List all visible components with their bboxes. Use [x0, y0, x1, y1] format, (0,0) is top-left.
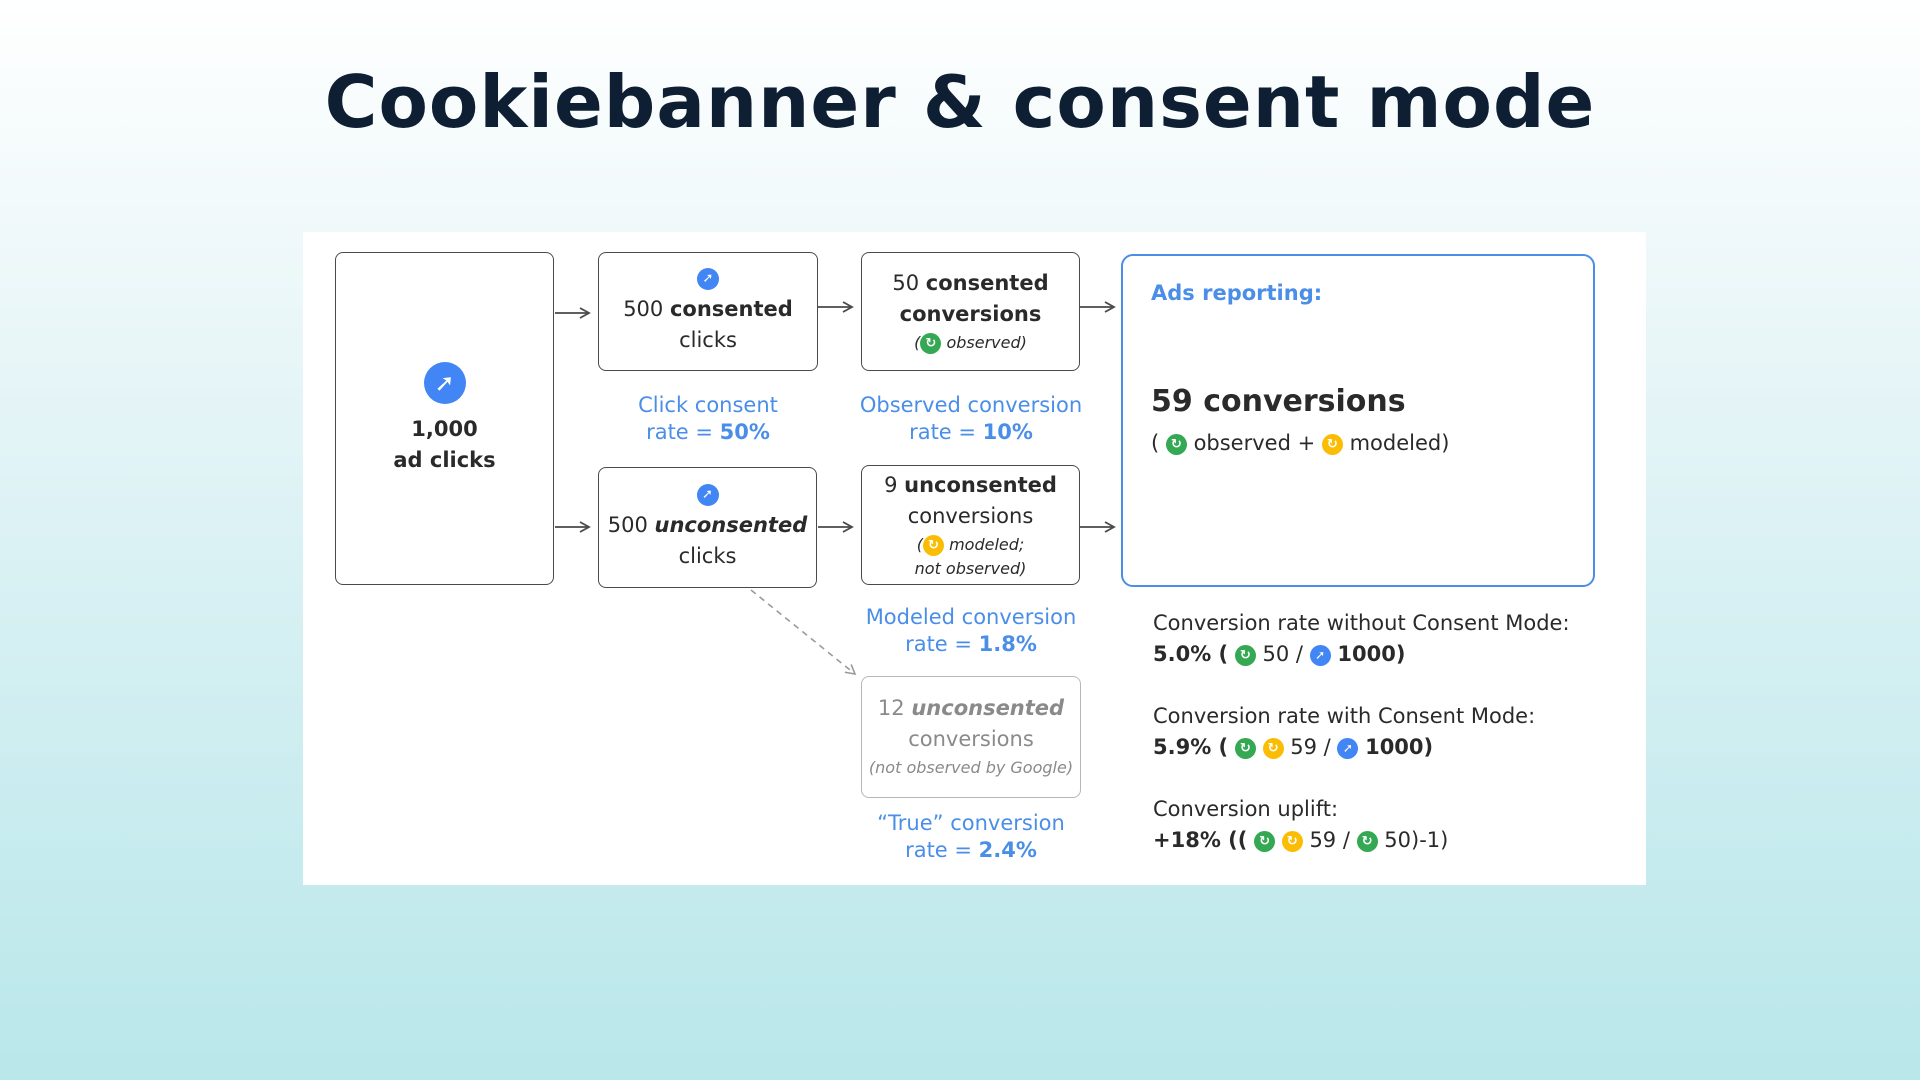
- consented-clicks-bold: consented: [669, 296, 793, 321]
- observed-rate-caption: Observed conversion rate = 10%: [859, 393, 1083, 444]
- consented-conversions-count: 50: [892, 270, 920, 295]
- ads-reporting-total: 59 conversions: [1151, 384, 1406, 419]
- cursor-click-icon: ➚: [697, 267, 719, 290]
- conversion-stats: Conversion rate without Consent Mode: 5.…: [1153, 608, 1623, 887]
- click-consent-caption: Click consent rate = 50%: [638, 393, 778, 444]
- unconsented-conversions-note2: not observed): [914, 559, 1027, 578]
- observed-rate-value: 10%: [982, 420, 1033, 444]
- true-rate-value: 2.4%: [978, 838, 1037, 862]
- cursor-click-icon: ➚: [1309, 644, 1331, 666]
- unconsented-conversions-box: 9 unconsented conversions (↻ modeled; no…: [861, 465, 1080, 585]
- modeled-rate-value: 1.8%: [978, 632, 1037, 656]
- consented-clicks-suffix: clicks: [679, 327, 737, 352]
- observed-conversion-icon: ↻: [1234, 644, 1256, 666]
- unconsented-clicks-bold: unconsented: [654, 512, 808, 537]
- unconsented-conversions-note: modeled;: [949, 535, 1025, 554]
- unconsented-conversions-count: 9: [884, 473, 898, 497]
- consented-conversions-line2: conversions: [899, 301, 1042, 326]
- modeled-conversion-icon: ↻: [922, 535, 944, 556]
- stat-without-consent-mode: Conversion rate without Consent Mode: 5.…: [1153, 611, 1570, 666]
- consented-conversions-note: observed): [946, 332, 1027, 352]
- unconsented-conversions-line2: conversions: [907, 504, 1034, 528]
- true-unconsented-line2: conversions: [908, 727, 1034, 751]
- unconsented-conversions-bold: unconsented: [904, 473, 1057, 497]
- ad-clicks-label: ad clicks: [393, 447, 496, 472]
- diagram-panel: ➚ 1,000 ad clicks ➚ 500 consented clicks…: [303, 232, 1646, 885]
- true-unconsented-note: (not observed by Google): [868, 758, 1074, 777]
- ads-reporting-breakdown: ( ↻ observed + ↻ modeled): [1151, 431, 1450, 455]
- true-unconsented-bold: unconsented: [911, 696, 1065, 720]
- stat-with-consent-mode: Conversion rate with Consent Mode: 5.9% …: [1153, 704, 1536, 759]
- consented-conversions-bold: consented: [925, 270, 1049, 295]
- observed-conversion-icon: ↻: [920, 332, 942, 354]
- consented-conversions-box: 50 consented conversions (↻ observed): [861, 252, 1080, 371]
- modeled-conversion-icon: ↻: [1321, 433, 1343, 455]
- modeled-conversion-icon: ↻: [1262, 737, 1284, 759]
- consented-clicks-count: 500: [623, 296, 664, 321]
- cursor-click-icon: ➚: [696, 483, 719, 506]
- modeled-rate-caption: Modeled conversion rate = 1.8%: [865, 605, 1077, 656]
- observed-conversion-icon: ↻: [1254, 830, 1276, 852]
- unconsented-clicks-suffix: clicks: [678, 543, 737, 568]
- dashed-arrow-true-conversions: [750, 589, 857, 676]
- cursor-click-icon: ➚: [423, 361, 466, 404]
- modeled-conversion-icon: ↻: [1281, 830, 1303, 852]
- ads-reporting-label: Ads reporting:: [1151, 281, 1323, 305]
- flow-arrows: [555, 301, 1116, 676]
- observed-conversion-icon: ↻: [1234, 737, 1256, 759]
- observed-conversion-icon: ↻: [1356, 830, 1378, 852]
- true-unconsented-conversions-box: 12 unconsented conversions (not observed…: [861, 676, 1081, 798]
- page-title: Cookiebanner & consent mode: [324, 60, 1596, 144]
- true-unconsented-count: 12: [877, 696, 905, 720]
- unconsented-clicks-count: 500: [607, 512, 648, 537]
- stat-conversion-uplift: Conversion uplift: +18% (( ↻ ↻ 59 / ↻ 50…: [1153, 797, 1449, 852]
- unconsented-clicks-box: ➚ 500 unconsented clicks: [598, 467, 817, 588]
- click-consent-value: 50%: [719, 420, 770, 444]
- true-rate-caption: “True” conversion rate = 2.4%: [877, 811, 1065, 862]
- consented-clicks-box: ➚ 500 consented clicks: [598, 252, 818, 371]
- ad-clicks-count: 1,000: [411, 416, 478, 441]
- ads-reporting-box: Ads reporting: 59 conversions ( ↻ observ…: [1121, 254, 1595, 587]
- cursor-click-icon: ➚: [1337, 737, 1359, 759]
- observed-conversion-icon: ↻: [1165, 433, 1187, 455]
- ad-clicks-box: ➚ 1,000 ad clicks: [335, 252, 554, 585]
